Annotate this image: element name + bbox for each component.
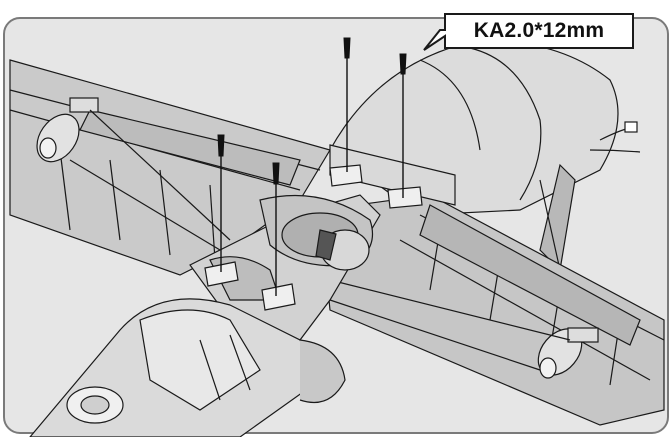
left-aileron-servo	[36, 97, 231, 251]
screw-icon	[217, 37, 407, 296]
right-wing	[319, 194, 665, 426]
screw-spec-label: KA2.0*12mm	[473, 19, 605, 42]
left-wing	[9, 59, 331, 276]
forward-fuselage	[29, 298, 346, 437]
callout-pointer-icon	[423, 13, 634, 51]
mounting-plates	[204, 164, 423, 311]
right-aileron-servo	[329, 279, 599, 379]
center-section	[189, 144, 456, 341]
